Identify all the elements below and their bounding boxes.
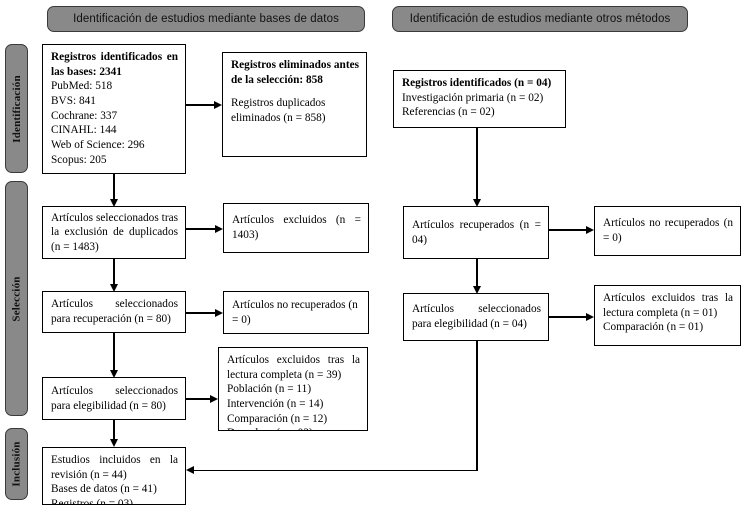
- records-identified-source-pubmed: PubMed: 518: [51, 80, 113, 93]
- retrieved-other-text: Artículos recuperados (n = 04): [412, 218, 541, 246]
- box-not-retrieved: Artículos no recuperados (n = 0): [223, 291, 369, 334]
- arrowhead-screened-to-excluded: [215, 224, 223, 233]
- excluded-full-text-intervencion: Intervención (n = 14): [227, 398, 324, 411]
- connector-identified-to-removed: [186, 104, 215, 106]
- connector-eligibility-other-to-excluded: [549, 316, 587, 318]
- box-retrieved-other: Artículos recuperados (n = 04): [403, 206, 549, 259]
- connector-eligibility-other-to-included-vertical: [476, 341, 478, 471]
- excluded-full-text-other-heading: Artículos excluidos tras la lectura comp…: [603, 292, 733, 319]
- records-removed-heading: Registros eliminados antes de la selecci…: [231, 59, 359, 86]
- connector-sought-to-not-retrieved: [186, 312, 216, 314]
- connector-identified-to-screened: [113, 174, 115, 201]
- included-studies-heading: Estudios incluidos en la revisión (n = 4…: [51, 454, 178, 481]
- included-studies-databases: Bases de datos (n = 41): [51, 483, 157, 496]
- records-identified-heading: Registros identificados en las bases: 23…: [51, 51, 178, 78]
- records-removed-detail-1: Registros duplicados: [231, 97, 326, 110]
- records-identified-other-references: Referencias (n = 02): [402, 106, 495, 119]
- box-records-removed: Registros eliminados antes de la selecci…: [222, 52, 367, 157]
- box-records-excluded: Artículos excluidos (n = 1403): [223, 203, 369, 253]
- connector-screened-to-sought: [113, 259, 115, 286]
- not-retrieved-text: Artículos no recuperados (n = 0): [232, 298, 358, 326]
- records-removed-detail-2: eliminados (n = 858): [231, 112, 326, 125]
- stage-seleccion-text: Selección: [10, 275, 23, 322]
- records-removed-spacer: [231, 87, 359, 96]
- stage-identificacion-text: Identificación: [10, 74, 23, 143]
- box-records-identified-other: Registros identificados (n = 04) Investi…: [393, 70, 566, 128]
- arrowhead-identified-to-removed: [214, 100, 222, 109]
- stage-label-seleccion: Selección: [5, 181, 28, 416]
- box-sought-for-retrieval: Artículos seleccionados para recuperació…: [42, 291, 186, 333]
- arrowhead-eligibility-to-included: [109, 439, 118, 447]
- banner-other-methods-label: Identificación de estudios mediante otro…: [409, 13, 671, 25]
- connector-retrieved-to-not-retrieved-other: [549, 229, 587, 231]
- records-identified-source-bvs: BVS: 841: [51, 95, 96, 108]
- connector-identified-other-to-retrieved: [476, 128, 478, 201]
- arrowhead-sought-to-eligibility: [109, 370, 118, 378]
- records-identified-source-cinahl: CINAHL: 144: [51, 124, 117, 137]
- records-identified-source-scopus: Scopus: 205: [51, 153, 107, 166]
- arrowhead-retrieved-to-eligibility-other: [472, 286, 481, 294]
- records-identified-source-cochrane: Cochrane: 337: [51, 109, 118, 122]
- connector-eligibility-other-to-included-horizontal: [194, 469, 478, 472]
- assessed-eligibility-text: Artículos seleccionados para elegibilida…: [51, 384, 178, 412]
- arrowhead-eligibility-other-to-included: [186, 466, 194, 474]
- banner-databases-label: Identificación de estudios mediante base…: [73, 13, 339, 25]
- arrowhead-sought-to-not-retrieved: [215, 308, 223, 317]
- box-not-retrieved-other: Artículos no recuperados (n = 0): [594, 206, 741, 256]
- not-retrieved-other-text: Artículos no recuperados (n = 0): [603, 217, 733, 244]
- excluded-full-text-desenlace: Desenlace (n = 02): [227, 426, 360, 430]
- connector-eligibility-to-excluded-full: [186, 398, 211, 400]
- box-assessed-eligibility: Artículos seleccionados para elegibilida…: [42, 377, 186, 420]
- connector-retrieved-to-eligibility-other: [476, 259, 478, 288]
- box-included-studies: Estudios incluidos en la revisión (n = 4…: [42, 447, 186, 505]
- sought-for-retrieval-text: Artículos seleccionados para recuperació…: [51, 298, 178, 325]
- arrowhead-identified-other-to-retrieved: [472, 199, 481, 207]
- stage-inclusion-text: Inclusión: [10, 441, 23, 487]
- stage-label-identificacion: Identificación: [5, 44, 28, 173]
- excluded-full-text-other-comparacion: Comparación (n = 01): [603, 321, 704, 334]
- excluded-full-text-heading: Artículos excluidos tras la lectura comp…: [227, 354, 360, 381]
- screened-after-duplicates-text: Artículos seleccionados tras la exclusió…: [51, 211, 178, 253]
- excluded-full-text-comparacion: Comparación (n = 12): [227, 412, 328, 425]
- arrowhead-screened-to-sought: [109, 284, 118, 292]
- arrowhead-eligibility-other-to-excluded: [586, 312, 594, 321]
- box-records-identified-databases: Registros identificados en las bases: 23…: [42, 44, 186, 174]
- connector-sought-to-eligibility: [113, 333, 115, 372]
- records-identified-source-wos: Web of Science: 296: [51, 139, 145, 152]
- arrowhead-identified-to-screened: [109, 199, 118, 207]
- arrowhead-retrieved-to-not-retrieved-other: [586, 225, 594, 234]
- banner-databases: Identificación de estudios mediante base…: [47, 6, 365, 32]
- included-studies-registers: Registros (n = 03): [51, 498, 133, 505]
- box-excluded-full-text-other: Artículos excluidos tras la lectura comp…: [594, 285, 741, 346]
- connector-screened-to-excluded: [186, 228, 216, 230]
- banner-other-methods: Identificación de estudios mediante otro…: [392, 6, 688, 32]
- records-identified-other-heading: Registros identificados (n = 04): [402, 77, 552, 89]
- arrowhead-eligibility-to-excluded-full: [210, 394, 218, 403]
- box-screened-after-duplicates: Artículos seleccionados tras la exclusió…: [42, 206, 186, 259]
- records-excluded-text: Artículos excluidos (n = 1403): [232, 214, 361, 241]
- records-identified-other-primary: Investigación primaria (n = 02): [402, 91, 544, 104]
- excluded-full-text-poblacion: Población (n = 11): [227, 383, 312, 396]
- box-assessed-eligibility-other: Artículos seleccionados para elegibilida…: [403, 293, 549, 341]
- box-excluded-full-text: Artículos excluidos tras la lectura comp…: [218, 347, 368, 431]
- connector-eligibility-to-included: [113, 420, 115, 441]
- assessed-eligibility-other-text: Artículos seleccionados para elegibilida…: [412, 303, 541, 330]
- stage-label-inclusion: Inclusión: [5, 428, 28, 500]
